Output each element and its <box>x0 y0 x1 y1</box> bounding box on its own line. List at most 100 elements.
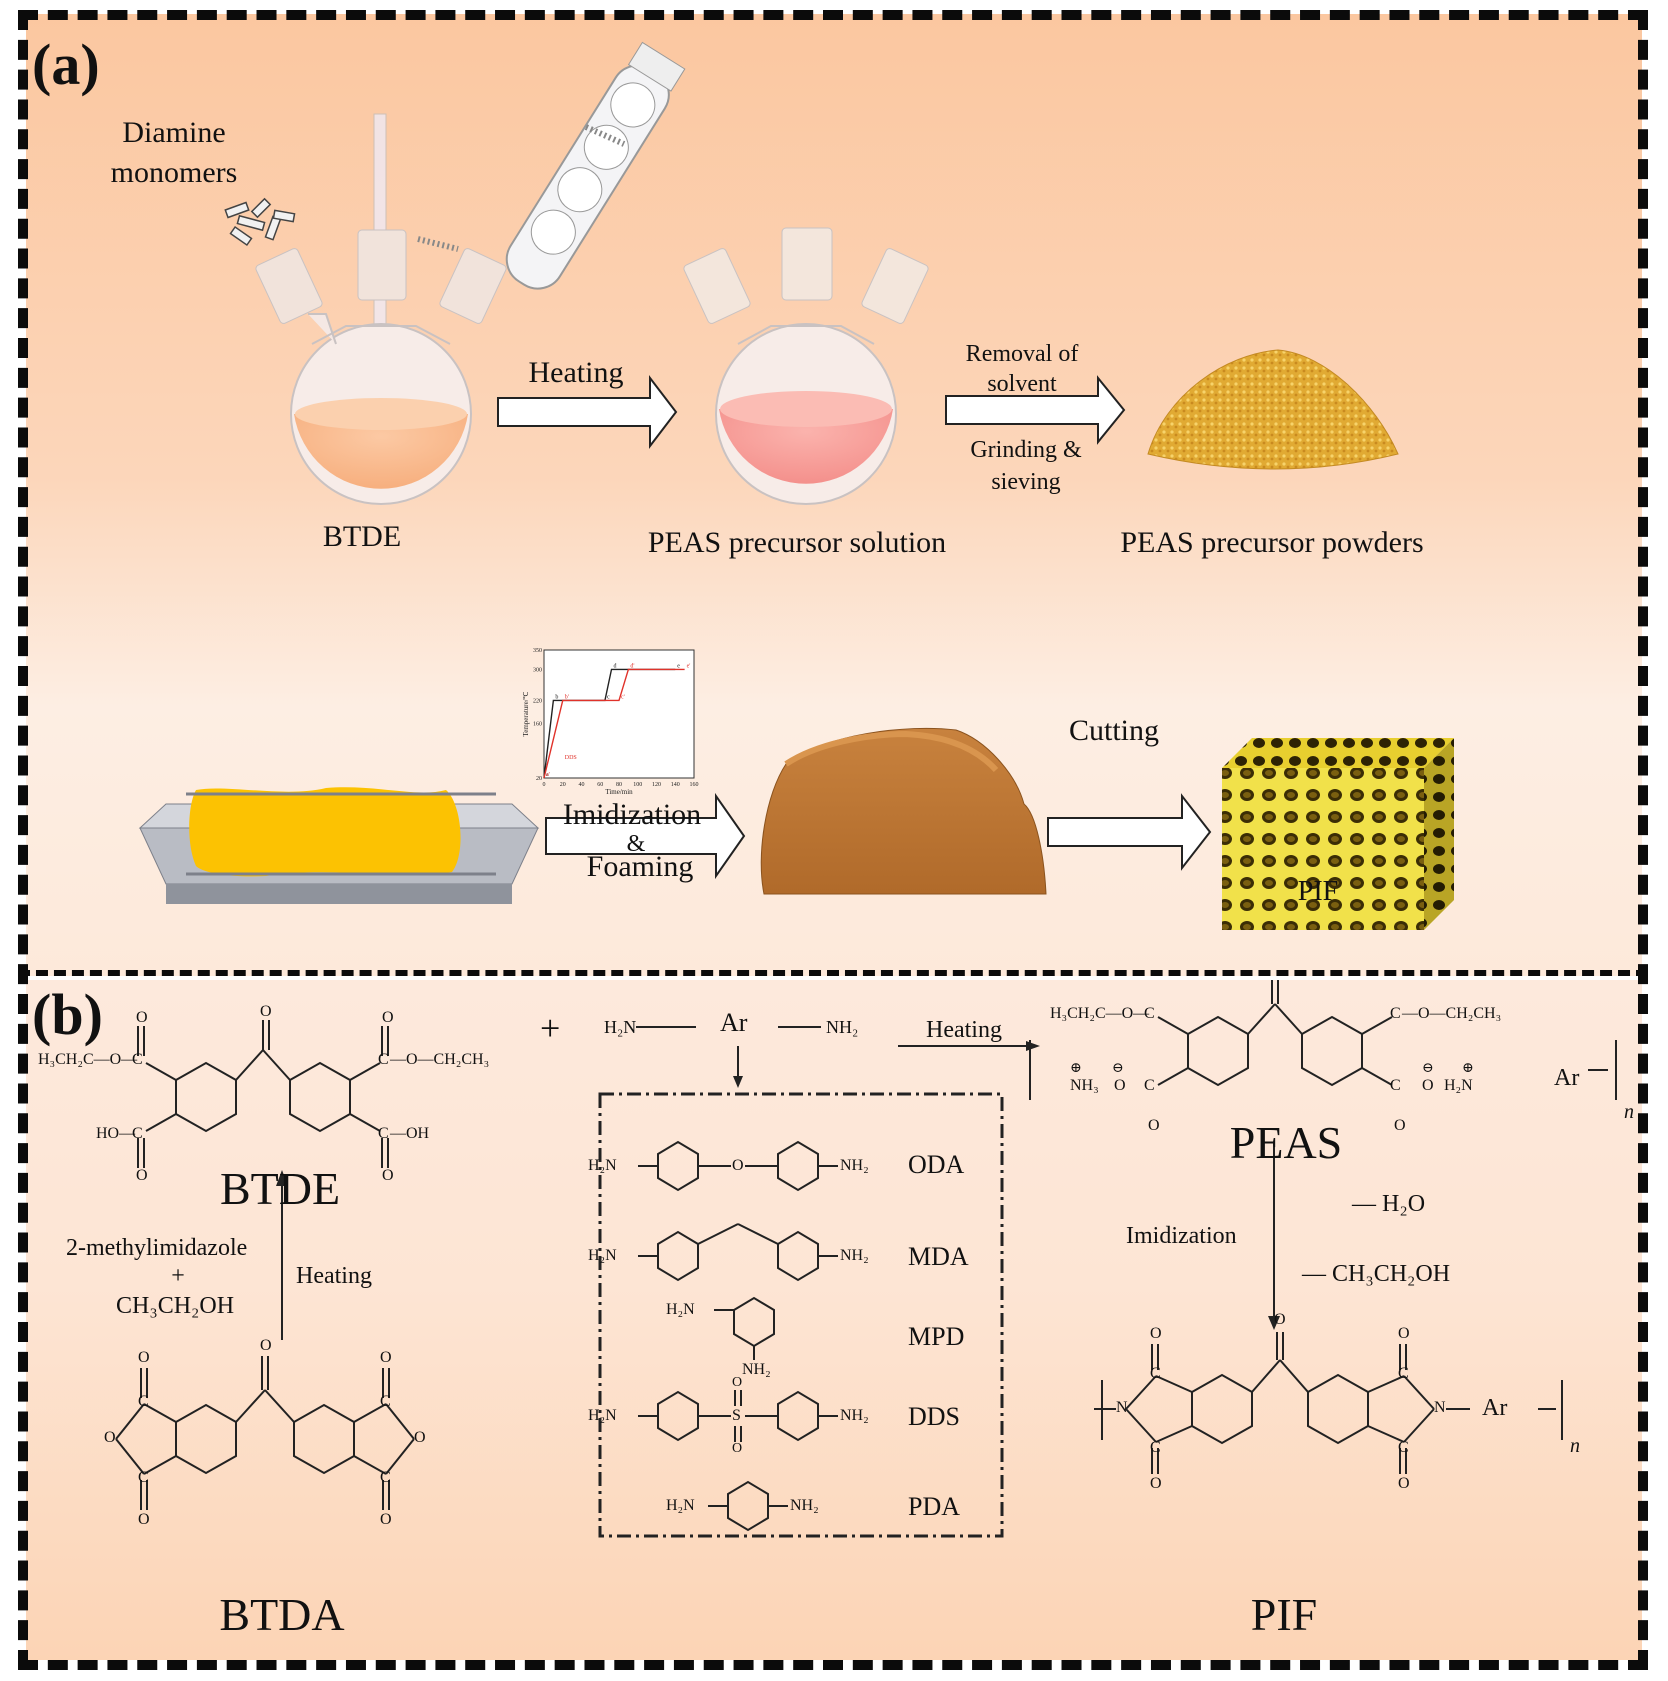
mda-name: MDA <box>908 1242 969 1271</box>
btda-ketone-o: O <box>260 1337 272 1354</box>
chart-series-line-1 <box>543 668 685 779</box>
btda-c3: C <box>138 1469 149 1486</box>
peas-c4: C <box>1390 1077 1401 1094</box>
ampersand-label: & <box>626 831 646 857</box>
cutting-label: Cutting <box>1068 714 1160 747</box>
peas-o5: O <box>1394 1117 1406 1134</box>
pif-n-subscript: n <box>1570 1435 1580 1457</box>
reagent-line2: + <box>171 1263 185 1289</box>
btde-o2: O <box>382 1009 394 1026</box>
btde-o1: O <box>136 1009 148 1026</box>
chart-x-axis-label: Time/min <box>605 788 633 796</box>
chart-y-tick-label: 20 <box>536 776 542 782</box>
minus-water-label: — H₂O <box>1352 1191 1426 1217</box>
foam-cube-icon <box>1222 738 1454 930</box>
diamine-label-line2: monomers <box>110 156 238 189</box>
peas-c1: C <box>1144 1005 1155 1022</box>
chart-point-label: d' <box>630 663 634 669</box>
mda-structure <box>638 1223 838 1282</box>
reaction-flask-icon <box>255 41 686 505</box>
chart-x-tick-label: 120 <box>652 782 661 788</box>
reagent-line1: 2-methylimidazole <box>66 1235 248 1261</box>
peas-nh3-charge: ⊕ <box>1070 1061 1082 1076</box>
peas-structure <box>1029 980 1617 1100</box>
peas-solution-label: PEAS precursor solution <box>647 526 947 559</box>
peas-coo-charge-right: ⊖ <box>1422 1061 1434 1076</box>
pif-c1: C <box>1150 1365 1161 1382</box>
oda-structure <box>638 1140 838 1192</box>
btda-structure <box>115 1356 415 1510</box>
chart-y-tick-label: 300 <box>533 667 542 673</box>
chart-y-axis-label: Temperature/℃ <box>522 691 530 736</box>
diamine-nh2: NH₂ <box>826 1017 859 1037</box>
btde-c2: C <box>378 1051 389 1068</box>
chart-x-tick-label: 160 <box>690 782 699 788</box>
grinding-label-line1: Grinding & <box>970 437 1082 463</box>
btde-ketone-o: O <box>260 1003 272 1020</box>
peas-c3: C <box>1144 1077 1155 1094</box>
chart-x-tick-label: 60 <box>597 782 603 788</box>
chart-point-label: e <box>677 663 680 669</box>
btde-o4: O <box>382 1167 394 1184</box>
removal-arrow <box>945 375 1126 445</box>
panel-a-artwork: abcdea'b'c'd'e'DDS0204060801001201401602… <box>138 41 1454 930</box>
btde-structure <box>137 1020 389 1168</box>
diamine-crystals-icon <box>224 197 296 247</box>
peas-h2n: H₂N <box>1444 1077 1473 1094</box>
grinding-label-line2: sieving <box>991 469 1061 495</box>
reagent-line3: CH₃CH₂OH <box>116 1293 235 1319</box>
removal-label-line2: solvent <box>987 371 1057 397</box>
pif-ketone-o: O <box>1274 1311 1286 1328</box>
chart-x-tick-label: 20 <box>560 782 566 788</box>
btda-c2: C <box>380 1393 391 1410</box>
chart-point-label: b <box>555 694 558 700</box>
peas-o2: O <box>1394 980 1406 984</box>
pda-nh2: NH₂ <box>790 1497 819 1514</box>
mould-tray-icon <box>138 787 540 904</box>
dds-h2n: H₂N <box>588 1407 617 1424</box>
peas-powders-label: PEAS precursor powders <box>1120 526 1424 559</box>
dds-o2: O <box>732 1441 743 1456</box>
chart-x-tick-label: 140 <box>671 782 680 788</box>
pda-structure <box>708 1480 788 1532</box>
chart-point-label: c <box>607 694 610 700</box>
panel-divider <box>18 970 1648 976</box>
pif-o3: O <box>1150 1475 1162 1492</box>
peas-n-charge: ⊕ <box>1462 1061 1474 1076</box>
peas-ar: Ar <box>1554 1065 1580 1091</box>
btde-acid-right: —OH <box>390 1125 430 1142</box>
heating-arrow <box>497 375 678 449</box>
panel-a: (a) Diamine monomers <box>26 14 1642 976</box>
peas-o1: O <box>1148 980 1160 984</box>
chart-point-label: d <box>614 663 617 669</box>
dds-s: S <box>732 1407 741 1424</box>
btda-c4: C <box>380 1469 391 1486</box>
cutting-arrow <box>1047 793 1212 871</box>
pif-structure <box>1094 1332 1563 1474</box>
pif-name: PIF <box>1250 1589 1318 1640</box>
oda-nh2: NH₂ <box>840 1157 869 1174</box>
btde-label: BTDE <box>322 520 402 553</box>
diamine-h2n: H₂N <box>604 1017 637 1037</box>
mpd-h2n: H₂N <box>666 1301 695 1318</box>
chart-y-tick-label: 160 <box>533 722 542 728</box>
imidization-label: Imidization <box>562 798 702 831</box>
peas-nh3: NH₃ <box>1070 1077 1099 1094</box>
chart-point-label: e' <box>687 663 691 669</box>
dds-nh2: NH₂ <box>840 1407 869 1424</box>
mpd-structure <box>714 1296 775 1360</box>
oda-name: ODA <box>908 1150 965 1179</box>
btde-name: BTDE <box>219 1163 341 1214</box>
chart-point-label: a' <box>546 772 550 778</box>
mpd-nh2: NH₂ <box>742 1361 771 1378</box>
chart-x-tick-label: 80 <box>616 782 622 788</box>
btda-o4: O <box>414 1429 426 1446</box>
imidization-right-label: Imidization <box>1126 1223 1237 1249</box>
peas-o4: O <box>1148 1117 1160 1134</box>
chart-x-tick-label: 40 <box>579 782 585 788</box>
btda-o6: O <box>380 1511 392 1528</box>
pif-o2: O <box>1398 1325 1410 1342</box>
removal-label-line1: Removal of <box>965 341 1079 367</box>
pif-product-label: PIF <box>1297 876 1339 907</box>
